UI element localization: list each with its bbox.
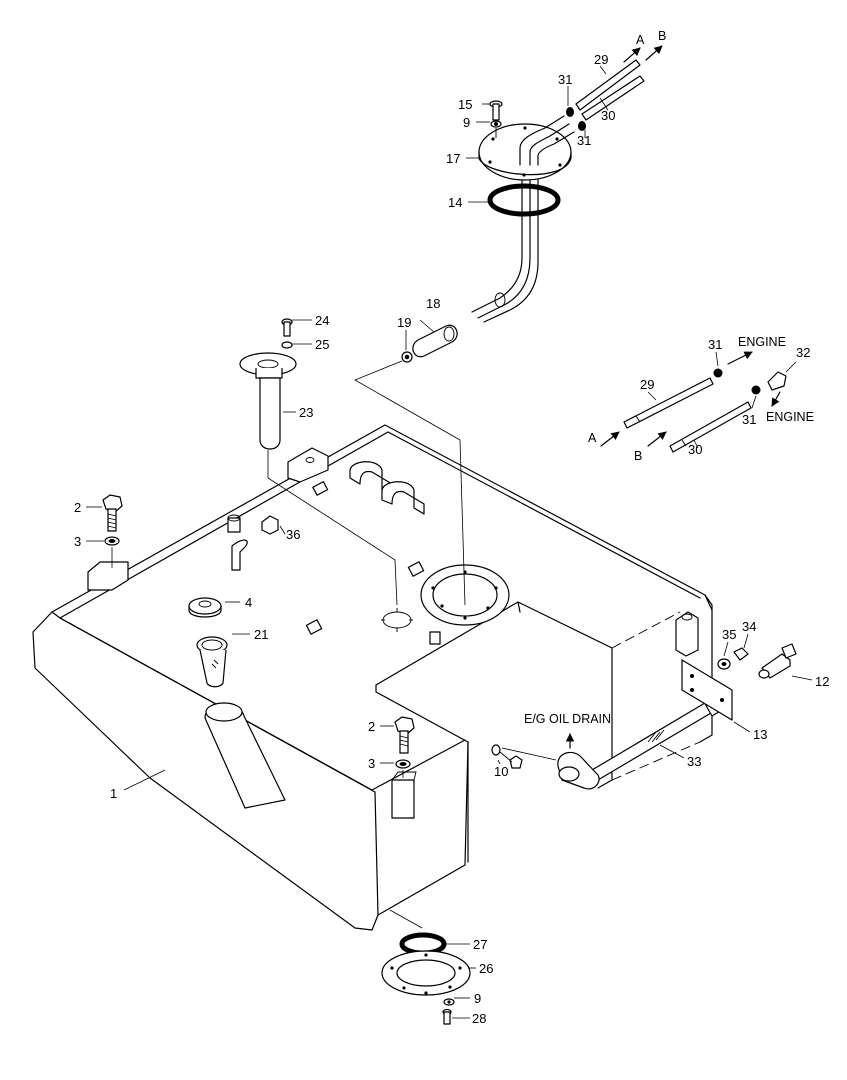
callout-3: 3 <box>74 534 81 549</box>
flow-label-a-top: A <box>636 33 645 47</box>
flow-label-engine-bottom: ENGINE <box>766 410 814 424</box>
callout-12: 12 <box>815 674 829 689</box>
callout-leaders <box>86 65 813 1019</box>
level-gauge-23 <box>239 318 398 606</box>
flow-label-b-top: B <box>658 29 666 43</box>
callout-25: 25 <box>315 337 329 352</box>
callout-36: 36 <box>286 527 300 542</box>
bolt-2-lower <box>394 716 415 778</box>
strainer-21 <box>196 636 228 688</box>
callout-33: 33 <box>687 754 701 769</box>
callout-34: 34 <box>742 619 756 634</box>
callout-1: 1 <box>110 786 117 801</box>
callout-31-top-left: 31 <box>558 72 572 87</box>
callout-31-side-bottom: 31 <box>742 412 756 427</box>
flow-label-oil-drain: E/G OIL DRAIN <box>524 712 611 726</box>
flow-label-a-side: A <box>588 431 597 445</box>
callout-2: 2 <box>74 500 81 515</box>
callout-19: 19 <box>397 315 411 330</box>
bolt-36 <box>261 515 279 535</box>
callout-15: 15 <box>458 97 472 112</box>
callout-2-lower: 2 <box>368 719 375 734</box>
callout-31-side-top: 31 <box>708 337 722 352</box>
drain-pipe-33 <box>501 659 733 790</box>
callout-26: 26 <box>479 961 493 976</box>
callout-4: 4 <box>245 595 252 610</box>
fuel-sender-assembly <box>471 45 663 323</box>
bolt-2-upper <box>102 494 123 568</box>
hose-18-clamp-19 <box>354 324 466 606</box>
callout-31-top-right: 31 <box>577 133 591 148</box>
callout-24: 24 <box>315 313 329 328</box>
callout-13: 13 <box>753 727 767 742</box>
callout-30-top: 30 <box>601 108 615 123</box>
hose-routing-detail <box>600 351 787 453</box>
drain-cover-assembly <box>381 909 471 1025</box>
callout-30-side: 30 <box>688 442 702 457</box>
callout-3-lower: 3 <box>368 756 375 771</box>
fuel-tank-body <box>32 424 713 931</box>
flow-label-b-side: B <box>634 449 642 463</box>
callout-23: 23 <box>299 405 313 420</box>
callout-29-top: 29 <box>594 52 608 67</box>
callout-28: 28 <box>472 1011 486 1026</box>
flow-label-engine-top: ENGINE <box>738 335 786 349</box>
callout-14: 14 <box>448 195 462 210</box>
callout-17: 17 <box>446 151 460 166</box>
bolt-10 <box>491 744 523 769</box>
callout-32: 32 <box>796 345 810 360</box>
cap-4 <box>188 597 222 618</box>
callout-18: 18 <box>426 296 440 311</box>
callout-9-bottom: 9 <box>474 991 481 1006</box>
valve-12 <box>717 643 797 679</box>
callout-29-side: 29 <box>640 377 654 392</box>
callout-9-top: 9 <box>463 115 470 130</box>
callout-10: 10 <box>494 764 508 779</box>
callout-35: 35 <box>722 627 736 642</box>
callout-27: 27 <box>473 937 487 952</box>
callout-21: 21 <box>254 627 268 642</box>
